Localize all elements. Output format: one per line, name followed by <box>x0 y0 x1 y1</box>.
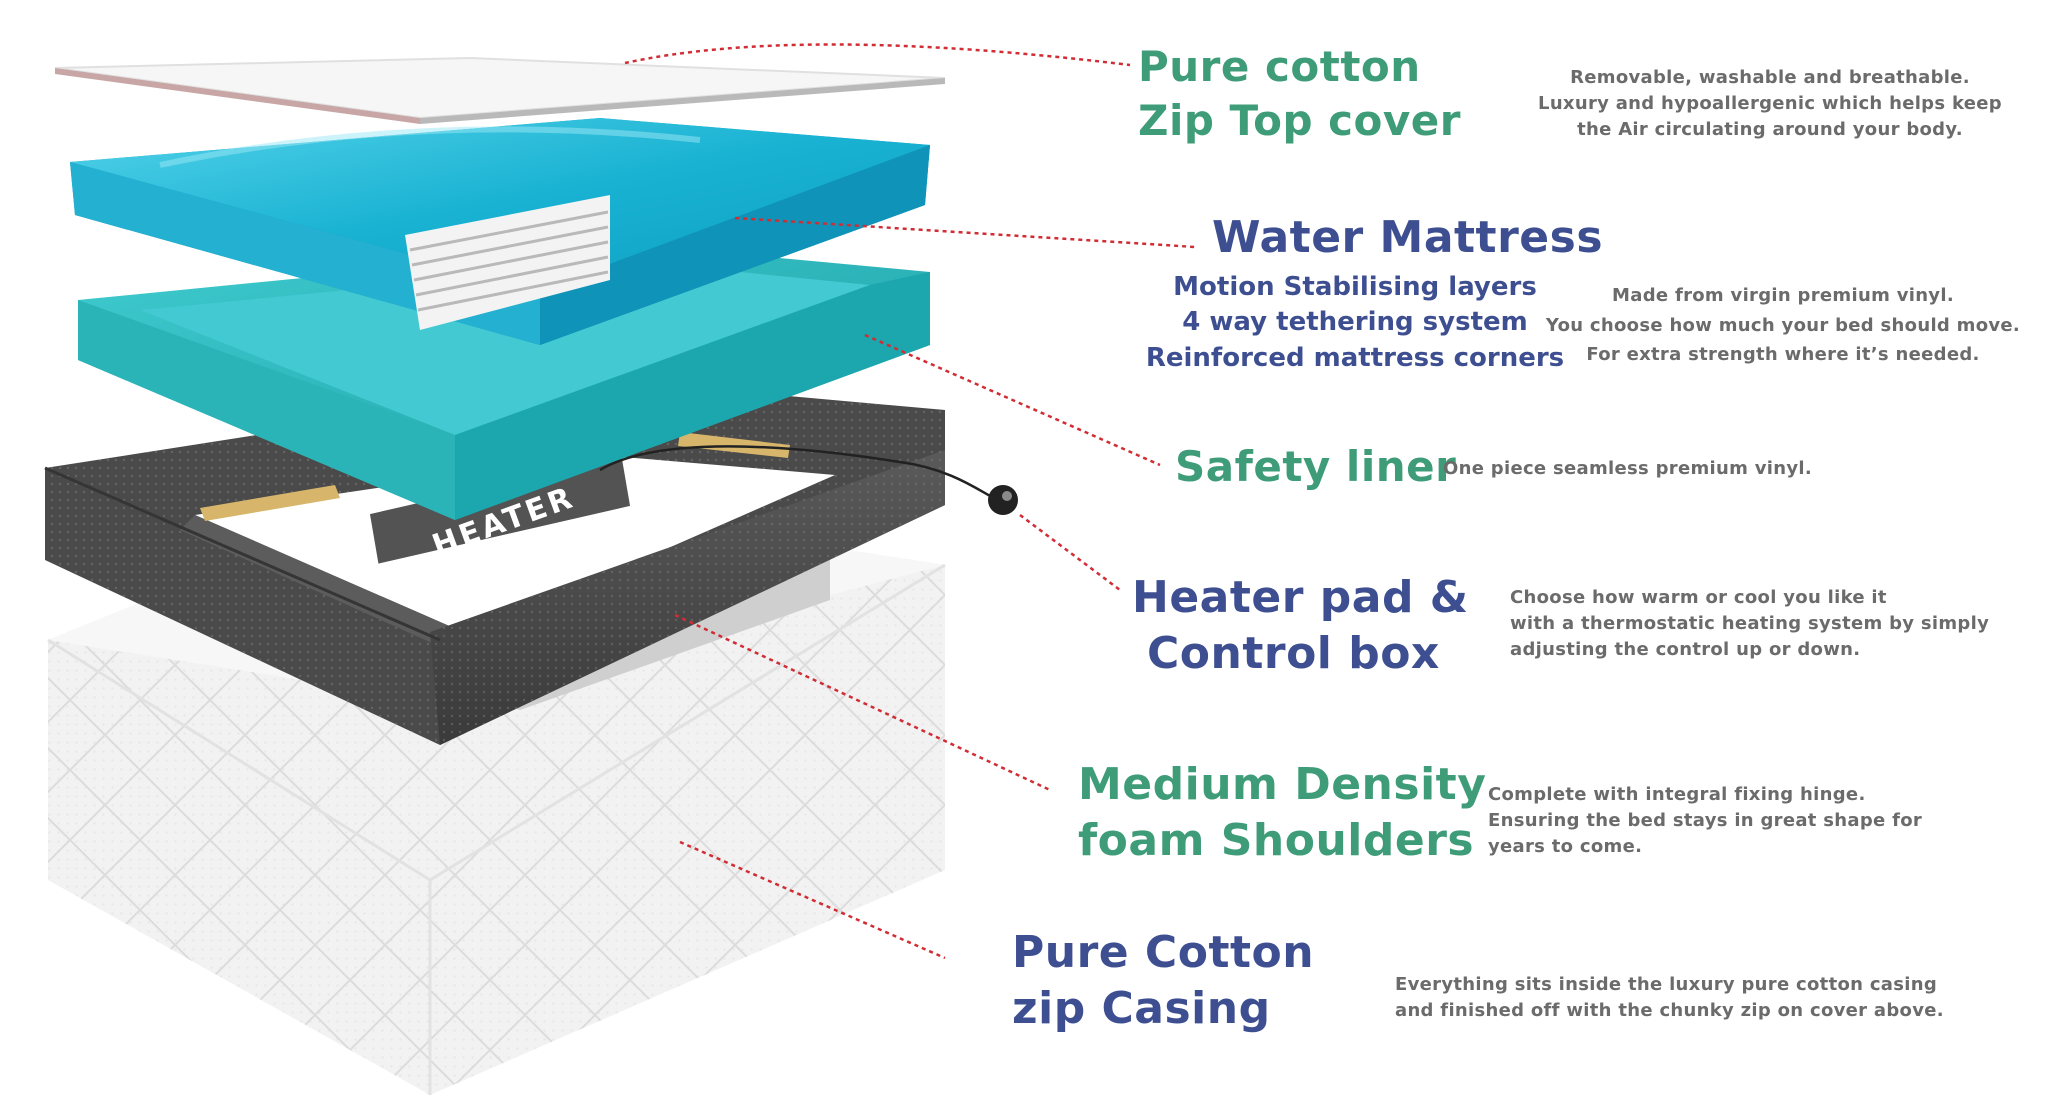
casing-desc-line-2: and finished off with the chunky zip on … <box>1395 1000 1944 1022</box>
top-cover <box>54 56 946 124</box>
water-mattress-title-line-1: Water Mattress <box>1212 212 1604 263</box>
heater-title-line-2: Control box <box>1147 628 1440 680</box>
safety-liner-title-line-1: Safety liner <box>1175 442 1457 491</box>
water-mattress-features: Motion Stabilising layers 4 way tetherin… <box>1140 270 1570 376</box>
safety-liner <box>78 245 930 520</box>
water-mattress-desc-line-1: Made from virgin premium vinyl. <box>1612 285 1954 306</box>
top-cover-desc-line-3: the Air circulating around your body. <box>1577 119 1963 141</box>
feature-tethering-system: 4 way tethering system <box>1182 307 1528 338</box>
heater-description: Choose how warm or cool you like it with… <box>1510 585 1989 663</box>
leader-line-foam <box>674 613 1051 792</box>
leader-line-water-mattress <box>734 216 1196 249</box>
heater-title: Heater pad & Control box <box>1132 570 1469 683</box>
top-cover-desc-line-2: Luxury and hypoallergenic which helps ke… <box>1538 93 2002 115</box>
top-cover-title: Pure cotton Zip Top cover <box>1138 40 1461 148</box>
leader-line-top-cover <box>624 43 1131 67</box>
top-cover-title-line-1: Pure cotton <box>1138 42 1421 91</box>
top-cover-title-line-2: Zip Top cover <box>1138 95 1461 145</box>
feature-motion-stabilising: Motion Stabilising layers <box>1173 272 1537 302</box>
casing-desc-line-1: Everything sits inside the luxury pure c… <box>1395 974 1938 995</box>
foam-desc-line-1: Complete with integral fixing hinge. <box>1488 784 1866 805</box>
casing-title-line-2: zip Casing <box>1012 983 1271 1035</box>
safety-liner-description: One piece seamless premium vinyl. <box>1443 456 1812 482</box>
foam-title: Medium Density foam Shoulders <box>1078 757 1486 870</box>
heater-desc-line-3: adjusting the control up or down. <box>1510 639 1861 661</box>
casing-title: Pure Cotton zip Casing <box>1012 925 1314 1038</box>
water-mattress <box>70 118 930 345</box>
water-mattress-title: Water Mattress <box>1212 210 1603 266</box>
foam-shoulders: HEATER <box>44 380 1018 745</box>
foam-desc-line-2: Ensuring the bed stays in great shape fo… <box>1488 810 1923 832</box>
water-mattress-desc-line-3: For extra strength where it’s needed. <box>1586 344 1980 366</box>
leader-line-casing <box>679 840 946 960</box>
foam-title-line-2: foam Shoulders <box>1078 815 1475 867</box>
top-cover-desc-line-1: Removable, washable and breathable. <box>1570 67 1970 88</box>
top-cover-description: Removable, washable and breathable. Luxu… <box>1505 65 2035 143</box>
heater-title-line-1: Heater pad & <box>1132 572 1469 623</box>
safety-liner-desc-line-1: One piece seamless premium vinyl. <box>1443 458 1812 479</box>
safety-liner-title: Safety liner <box>1175 440 1456 494</box>
water-mattress-desc-line-2: You choose how much your bed should move… <box>1545 314 2021 336</box>
leader-line-safety-liner <box>864 333 1161 467</box>
casing-title-line-1: Pure Cotton <box>1012 927 1315 978</box>
foam-title-line-1: Medium Density <box>1078 759 1487 810</box>
heater-desc-line-2: with a thermostatic heating system by si… <box>1510 613 1990 635</box>
foam-description: Complete with integral fixing hinge. Ens… <box>1488 782 1922 860</box>
casing-description: Everything sits inside the luxury pure c… <box>1395 972 1944 1024</box>
foam-desc-line-3: years to come. <box>1488 836 1643 858</box>
heater-desc-line-1: Choose how warm or cool you like it <box>1510 587 1887 608</box>
water-mattress-description: Made from virgin premium vinyl. You choo… <box>1528 281 2038 370</box>
control-box <box>988 485 1018 515</box>
feature-reinforced-corners: Reinforced mattress corners <box>1145 342 1565 373</box>
leader-line-heater <box>1019 514 1121 591</box>
